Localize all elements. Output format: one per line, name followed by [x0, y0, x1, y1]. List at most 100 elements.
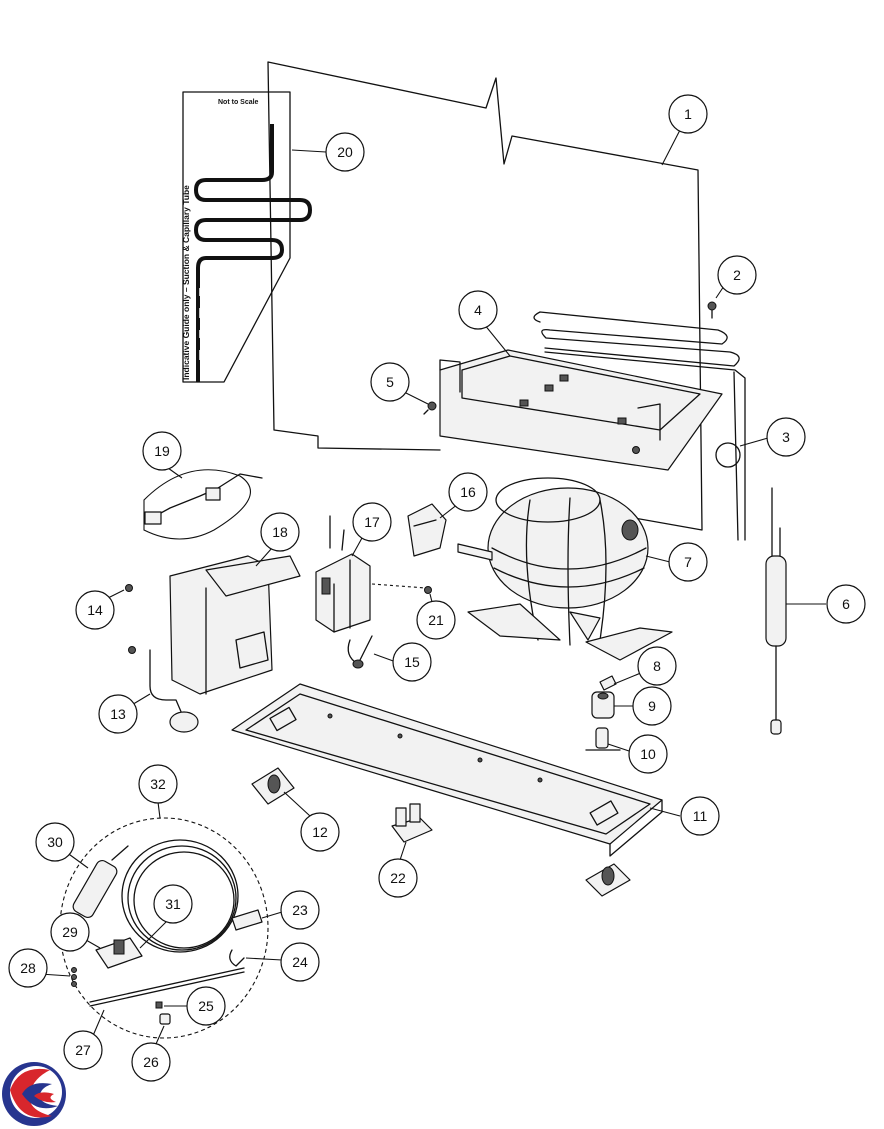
brand-logo: [2, 1062, 66, 1126]
svg-text:29: 29: [62, 924, 78, 940]
svg-text:15: 15: [404, 654, 420, 670]
mounting-pin: [585, 727, 621, 751]
svg-text:21: 21: [428, 612, 444, 628]
svg-text:26: 26: [143, 1054, 159, 1070]
svg-text:17: 17: [364, 514, 380, 530]
svg-text:32: 32: [150, 776, 166, 792]
callout-23: 23: [280, 890, 320, 930]
svg-text:31: 31: [165, 896, 181, 912]
svg-text:14: 14: [87, 602, 103, 618]
callout-13: 13: [98, 694, 138, 734]
callout-16: 16: [448, 472, 488, 512]
screw-tray: [632, 446, 640, 454]
control-box: [169, 555, 301, 695]
callout-20: 20: [325, 132, 365, 172]
valve-assembly: [95, 937, 143, 969]
svg-text:13: 13: [110, 706, 126, 722]
filter-drier: [72, 845, 129, 919]
solenoid-valve: [391, 803, 433, 843]
callout-3: 3: [766, 417, 806, 457]
adapter-fitting: [231, 909, 263, 931]
conversion-kit: [59, 817, 269, 1039]
svg-text:8: 8: [653, 658, 661, 674]
drip-tray: [439, 349, 723, 471]
castor-front-right: [585, 863, 631, 897]
svg-text:5: 5: [386, 374, 394, 390]
callout-2: 2: [717, 255, 757, 295]
callout-11: 11: [680, 796, 720, 836]
svg-text:20: 20: [337, 144, 353, 160]
svg-text:19: 19: [154, 443, 170, 459]
callout-21: 21: [416, 600, 456, 640]
svg-text:9: 9: [648, 698, 656, 714]
callout-32: 32: [138, 764, 178, 804]
grommet: [591, 691, 615, 719]
base-plate: [231, 683, 663, 857]
svg-text:18: 18: [272, 524, 288, 540]
svg-text:12: 12: [312, 824, 328, 840]
callout-27: 27: [63, 1030, 103, 1070]
callout-4: 4: [458, 290, 498, 330]
guide-note: Not to Scale: [218, 99, 259, 106]
earth-lead: [347, 635, 373, 669]
callout-15: 15: [392, 642, 432, 682]
svg-text:30: 30: [47, 834, 63, 850]
compressor: [457, 477, 673, 661]
callout-24: 24: [280, 942, 320, 982]
svg-text:25: 25: [198, 998, 214, 1014]
capillary-tube-guide: Not to Scale Indicative Guide only – Suc…: [181, 91, 313, 383]
callout-10: 10: [628, 734, 668, 774]
callout-17: 17: [352, 502, 392, 542]
callout-25: 25: [186, 986, 226, 1026]
callout-7: 7: [668, 542, 708, 582]
callout-8: 8: [637, 646, 677, 686]
screws-28: [71, 967, 77, 987]
screw-5: [423, 401, 437, 415]
callout-22: 22: [378, 858, 418, 898]
thermostat-bulb: [149, 649, 199, 733]
callout-18: 18: [260, 512, 300, 552]
nut-26: [159, 1013, 171, 1025]
guide-caption: Indicative Guide only – Suction & Capill…: [181, 185, 191, 380]
screw-2: [707, 301, 717, 319]
clamp-24: [229, 949, 245, 967]
svg-text:27: 27: [75, 1042, 91, 1058]
svg-text:22: 22: [390, 870, 406, 886]
wiring-harness: [143, 469, 263, 540]
svg-text:6: 6: [842, 596, 850, 612]
refrigerant-coil: [121, 839, 239, 953]
callout-28: 28: [8, 948, 48, 988]
callout-29: 29: [50, 912, 90, 952]
svg-text:3: 3: [782, 429, 790, 445]
castor-front-left: [251, 767, 295, 805]
svg-text:28: 28: [20, 960, 36, 976]
back-panel: [267, 61, 703, 531]
clip: [599, 675, 617, 691]
callout-6: 6: [826, 584, 866, 624]
svg-text:16: 16: [460, 484, 476, 500]
callout-26: 26: [131, 1042, 171, 1082]
thermostat-probe: [765, 487, 787, 735]
condenser-coil: [533, 311, 746, 541]
svg-text:1: 1: [684, 106, 692, 122]
callouts: 1 2 3 4 5 6 7 8 9 10 11 12 13 14 15 16 1…: [8, 94, 866, 1082]
electrical-box: [315, 515, 427, 633]
callout-12: 12: [300, 812, 340, 852]
svg-text:7: 7: [684, 554, 692, 570]
svg-text:10: 10: [640, 746, 656, 762]
nut-25: [155, 1001, 163, 1009]
callout-30: 30: [35, 822, 75, 862]
svg-text:23: 23: [292, 902, 308, 918]
svg-text:11: 11: [693, 808, 708, 824]
screw-21: [424, 586, 432, 594]
callout-9: 9: [632, 686, 672, 726]
callout-19: 19: [142, 431, 182, 471]
tube-27: [89, 967, 245, 1007]
screw-14: [125, 584, 133, 592]
svg-text:2: 2: [733, 267, 741, 283]
callout-1: 1: [668, 94, 708, 134]
callout-5: 5: [370, 362, 410, 402]
svg-text:4: 4: [474, 302, 482, 318]
callout-31: 31: [153, 884, 193, 924]
